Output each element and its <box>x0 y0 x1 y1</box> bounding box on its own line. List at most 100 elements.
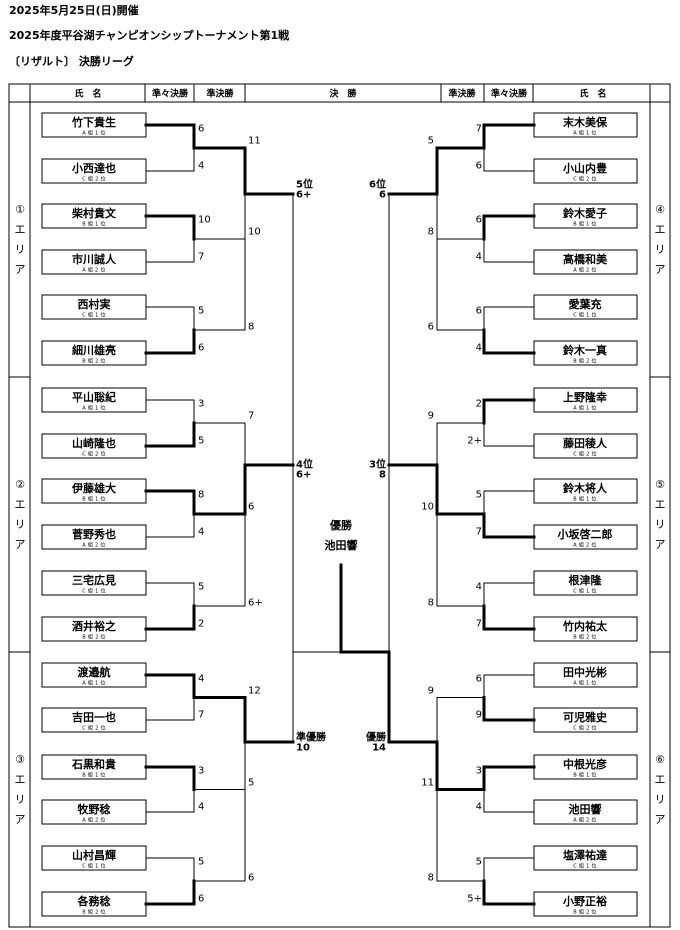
final-score-right: 8 <box>379 469 386 481</box>
player-name-right: 小野正裕 <box>563 895 607 908</box>
player-name-right: 竹内祐太 <box>563 620 607 633</box>
player-group-rank-right: C 組 2 位 <box>573 176 597 183</box>
qf-score-right: 9 <box>475 709 482 721</box>
player-group-rank-right: A 組 2 位 <box>573 267 597 274</box>
sf-score-left: 5 <box>248 777 255 788</box>
player-name-left: 細川雄亮 <box>72 344 116 357</box>
player-name-right: 塩澤祐達 <box>563 849 607 862</box>
player-name-left: 小西達也 <box>72 162 116 175</box>
qf-score-left: 3 <box>198 765 205 777</box>
player-name-right: 藤田稜人 <box>563 437 607 450</box>
player-group-rank-right: B 組 2 位 <box>573 358 597 365</box>
player-group-rank-right: B 組 1 位 <box>573 221 597 228</box>
player-group-rank-left: A 組 1 位 <box>82 405 106 412</box>
col-header-semi-left: 準決勝 <box>206 89 234 100</box>
player-box-right <box>533 203 638 229</box>
sf-score-left: 12 <box>248 685 261 696</box>
qf-score-left: 6 <box>198 342 205 354</box>
col-header-quarter-right: 準々決勝 <box>490 89 528 100</box>
qf-score-left: 5 <box>198 581 205 593</box>
player-group-rank-left: A 組 1 位 <box>82 130 106 137</box>
player-group-rank-right: C 組 1 位 <box>573 863 597 870</box>
col-header-name-right: 氏 名 <box>579 89 607 100</box>
area-label-left: ③ エ リ ア <box>14 753 26 826</box>
player-box-right <box>533 845 638 871</box>
champion-name: 池田響 <box>324 539 358 552</box>
player-name-right: 鈴木一真 <box>563 344 607 357</box>
player-group-rank-right: C 組 2 位 <box>573 451 597 458</box>
player-box-left <box>41 570 147 596</box>
player-name-left: 山崎隆也 <box>72 437 116 450</box>
qf-score-left: 4 <box>198 801 205 813</box>
player-name-right: 池田響 <box>568 803 602 816</box>
sf-score-right: 6 <box>427 321 434 333</box>
player-name-left: 伊藤雄大 <box>72 482 116 495</box>
qf-score-left: 3 <box>198 398 205 410</box>
sf-score-right: 8 <box>427 597 434 609</box>
player-name-left: 牧野稔 <box>77 803 111 816</box>
sf-score-right: 5 <box>427 135 434 147</box>
final-score-right: 14 <box>372 742 386 754</box>
player-box-right <box>533 478 638 504</box>
player-name-right: 可児雅史 <box>563 711 607 724</box>
sf-score-left: 10 <box>248 226 261 238</box>
qf-score-right: 3 <box>475 765 482 777</box>
final-score-left: 10 <box>296 742 310 754</box>
player-group-rank-left: B 組 1 位 <box>82 772 106 779</box>
player-group-rank-left: C 組 2 位 <box>82 725 106 732</box>
final-score-left: 6+ <box>296 469 312 481</box>
player-box-left <box>41 203 147 229</box>
player-name-left: 平山聡紀 <box>72 391 116 404</box>
player-name-right: 小山内豊 <box>563 162 607 175</box>
player-box-right <box>533 662 638 688</box>
qf-score-left: 5 <box>198 305 205 317</box>
player-box-left <box>41 891 147 917</box>
result-label: 〔リザルト〕 決勝リーグ <box>9 55 134 68</box>
player-group-rank-left: A 組 2 位 <box>82 267 106 274</box>
player-group-rank-left: B 組 1 位 <box>82 496 106 503</box>
sf-score-right: 9 <box>427 410 434 422</box>
player-box-right <box>533 707 638 733</box>
player-name-right: 鈴木愛子 <box>563 207 607 220</box>
qf-score-left: 4 <box>198 526 205 538</box>
player-box-right <box>533 249 638 275</box>
player-group-rank-left: B 組 1 位 <box>82 221 106 228</box>
player-box-right <box>533 294 638 320</box>
sf-score-left: 7 <box>248 410 255 422</box>
player-group-rank-right: C 組 1 位 <box>573 588 597 595</box>
qf-score-right: 2+ <box>467 435 482 447</box>
sf-score-left: 6 <box>248 501 255 513</box>
col-header-quarter-left: 準々決勝 <box>151 89 189 100</box>
qf-score-right: 7 <box>475 526 482 538</box>
player-box-left <box>41 433 147 459</box>
player-box-right <box>533 112 638 138</box>
qf-score-left: 8 <box>198 489 205 501</box>
sf-score-left: 11 <box>248 135 261 147</box>
player-box-left <box>41 524 147 550</box>
player-group-rank-right: B 組 2 位 <box>573 634 597 641</box>
player-group-rank-right: A 組 1 位 <box>573 130 597 137</box>
player-box-left <box>41 387 147 413</box>
qf-score-right: 4 <box>475 342 482 354</box>
qf-score-right: 5+ <box>467 893 482 905</box>
final-score-right: 6 <box>379 189 386 201</box>
player-group-rank-right: B 組 1 位 <box>573 772 597 779</box>
final-place-right: 3位 <box>369 459 386 471</box>
player-name-right: 鈴木将人 <box>563 482 607 495</box>
player-box-right <box>533 891 638 917</box>
qf-score-left: 6 <box>198 893 205 905</box>
qf-score-right: 5 <box>475 856 482 868</box>
event-title: 2025年度平谷湖チャンピオンシップトーナメント第1戦 <box>9 29 290 42</box>
player-box-right <box>533 433 638 459</box>
player-name-left: 吉田一也 <box>72 711 116 724</box>
player-group-rank-left: A 組 2 位 <box>82 542 106 549</box>
area-label-left: ① エ リ ア <box>14 203 26 276</box>
player-name-right: 愛葉充 <box>568 298 602 311</box>
final-place-right: 優勝 <box>366 732 386 744</box>
sf-score-right: 11 <box>421 777 434 788</box>
qf-score-left: 6 <box>198 123 205 135</box>
final-place-left: 準優勝 <box>296 732 326 744</box>
player-name-left: 各務稔 <box>77 895 111 908</box>
player-name-left: 山村昌輝 <box>72 849 116 862</box>
player-box-right <box>533 799 638 825</box>
